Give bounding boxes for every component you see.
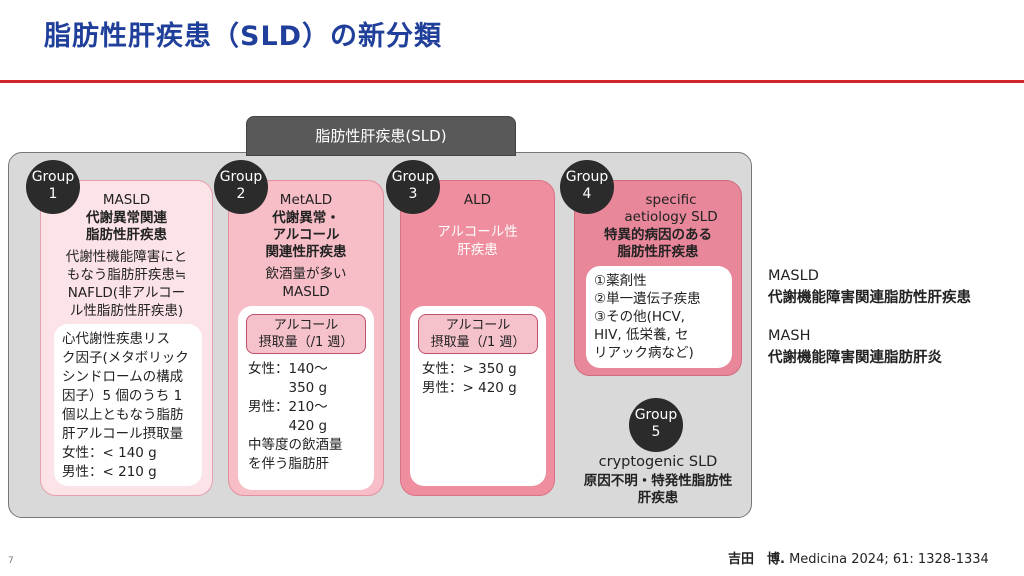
group1-badge-number: 1 bbox=[48, 186, 58, 202]
group3-criteria-line: 男性：> 420 g bbox=[422, 380, 517, 396]
group3-jp-name-1: アルコール性 bbox=[437, 224, 518, 240]
group5-badge-label: Group bbox=[634, 407, 678, 423]
group2-badge-number: 2 bbox=[236, 186, 246, 202]
group4-name-2: aetiology SLD bbox=[624, 209, 718, 225]
group2-name: MetALD bbox=[279, 192, 333, 208]
group5-badge: Group 5 bbox=[629, 398, 683, 452]
group1-badge: Group 1 bbox=[26, 160, 80, 214]
group2-jp-name-1: 代謝異常・ bbox=[272, 210, 340, 226]
group5-jp-name-2: 肝疾患 bbox=[637, 490, 679, 506]
group2-desc-2: MASLD bbox=[282, 284, 330, 300]
citation-author: 吉田 博. bbox=[728, 552, 785, 567]
glossary-masld-abbr: MASLD bbox=[768, 268, 819, 284]
group3-sub-label-line: 摂取量（/1 週） bbox=[430, 335, 526, 350]
group4-badge: Group 4 bbox=[560, 160, 614, 214]
group4-cause-line: ③その他(HCV, bbox=[594, 309, 685, 325]
group1-criteria-line: 男性：< 210 g bbox=[62, 464, 157, 480]
group4-jp-name-1: 特異的病因のある bbox=[604, 227, 712, 243]
group2-criteria-line: 男性：210〜 bbox=[248, 399, 328, 415]
group3-alcohol-intake-label: アルコール 摂取量（/1 週） bbox=[418, 314, 538, 354]
group1-badge-label: Group bbox=[31, 169, 75, 185]
group2-criteria-line: を伴う脂肪肝 bbox=[248, 456, 329, 472]
glossary-mash-full: 代謝機能障害関連脂肪肝炎 bbox=[768, 350, 942, 366]
group2-badge: Group 2 bbox=[214, 160, 268, 214]
group5-name: cryptogenic SLD bbox=[598, 454, 718, 470]
group2-criteria-line: 420 g bbox=[248, 418, 328, 434]
group4-jp-name-2: 脂肪性肝疾患 bbox=[617, 244, 699, 260]
group4-name-1: specific bbox=[645, 192, 697, 208]
group2-criteria-line: 350 g bbox=[248, 380, 328, 396]
group1-jp-name-1: 代謝異常関連 bbox=[86, 210, 167, 226]
group2-criteria-line: 中等度の飲酒量 bbox=[248, 437, 343, 453]
group2-desc-1: 飲酒量が多い bbox=[265, 266, 347, 282]
group3-criteria-line: 女性：> 350 g bbox=[422, 361, 517, 377]
group2-jp-name-2: アルコール bbox=[272, 227, 340, 243]
group4-cause-line: リアック病など) bbox=[594, 345, 694, 361]
group3-badge: Group 3 bbox=[386, 160, 440, 214]
group1-criteria-box: 心代謝性疾患リス ク因子(メタボリック シンドロームの構成 因子）5 個のうち … bbox=[54, 324, 202, 486]
group2-criteria-line: 女性：140〜 bbox=[248, 361, 328, 377]
group4-cause-line: HIV, 低栄養, セ bbox=[594, 327, 689, 343]
citation: 吉田 博. Medicina 2024; 61: 1328-1334 bbox=[728, 548, 989, 567]
group4-cause-line: ②単一遺伝子疾患 bbox=[594, 291, 701, 307]
glossary-mash-abbr: MASH bbox=[768, 328, 811, 344]
group1-criteria-line: 個以上ともなう脂肪 bbox=[62, 407, 184, 423]
group3-badge-number: 3 bbox=[408, 186, 418, 202]
group1-desc-line: ル性脂肪性肝疾患) bbox=[69, 303, 184, 319]
group1-criteria-line: 肝アルコール摂取量 bbox=[62, 426, 184, 442]
group5-jp-name-1: 原因不明・特発性脂肪性 bbox=[583, 473, 733, 489]
group4-cause-line: ①薬剤性 bbox=[594, 273, 647, 289]
group1-desc-line: NAFLD(非アルコー bbox=[67, 285, 186, 301]
group1-desc-line: 代謝性機能障害にと bbox=[65, 249, 188, 265]
group2-alcohol-intake-label: アルコール 摂取量（/1 週） bbox=[246, 314, 366, 354]
group3-name: ALD bbox=[463, 192, 492, 208]
group1-criteria-line: 因子）5 個のうち 1 bbox=[62, 388, 183, 404]
glossary-masld-full: 代謝機能障害関連脂肪性肝疾患 bbox=[768, 290, 971, 306]
group1-criteria-line: ク因子(メタボリック bbox=[62, 350, 189, 366]
group1-criteria-line: 女性：< 140 g bbox=[62, 445, 157, 461]
group1-criteria-line: シンドロームの構成 bbox=[62, 369, 184, 385]
group2-jp-name-3: 関連性肝疾患 bbox=[265, 244, 347, 260]
group2-sub-label-line: アルコール bbox=[273, 318, 339, 333]
group1-criteria-line: 心代謝性疾患リス bbox=[62, 331, 170, 347]
page-number: 7 bbox=[8, 556, 14, 566]
group3-jp-name-2: 肝疾患 bbox=[457, 242, 498, 258]
group2-badge-label: Group bbox=[219, 169, 263, 185]
sld-header: 脂肪性肝疾患(SLD) bbox=[246, 116, 516, 156]
group4-badge-number: 4 bbox=[582, 186, 592, 202]
group3-sub-label-line: アルコール bbox=[445, 318, 511, 333]
group1-jp-name-2: 脂肪性肝疾患 bbox=[86, 227, 167, 243]
title-divider bbox=[0, 80, 1024, 83]
group1-name: MASLD bbox=[102, 192, 151, 208]
group4-badge-label: Group bbox=[565, 169, 609, 185]
group2-sub-label-line: 摂取量（/1 週） bbox=[258, 335, 354, 350]
group1-description: 代謝性機能障害にと もなう脂肪肝疾患≒ NAFLD(非アルコー ル性脂肪性肝疾患… bbox=[40, 248, 213, 320]
citation-source: Medicina 2024; 61: 1328-1334 bbox=[789, 552, 989, 567]
group3-badge-label: Group bbox=[391, 169, 435, 185]
group1-desc-line: もなう脂肪肝疾患≒ bbox=[66, 267, 187, 283]
group4-cause-box: ①薬剤性 ②単一遺伝子疾患 ③その他(HCV, HIV, 低栄養, セ リアック… bbox=[586, 266, 732, 368]
group5-badge-number: 5 bbox=[651, 424, 661, 440]
page-title: 脂肪性肝疾患（SLD）の新分類 bbox=[44, 21, 443, 52]
